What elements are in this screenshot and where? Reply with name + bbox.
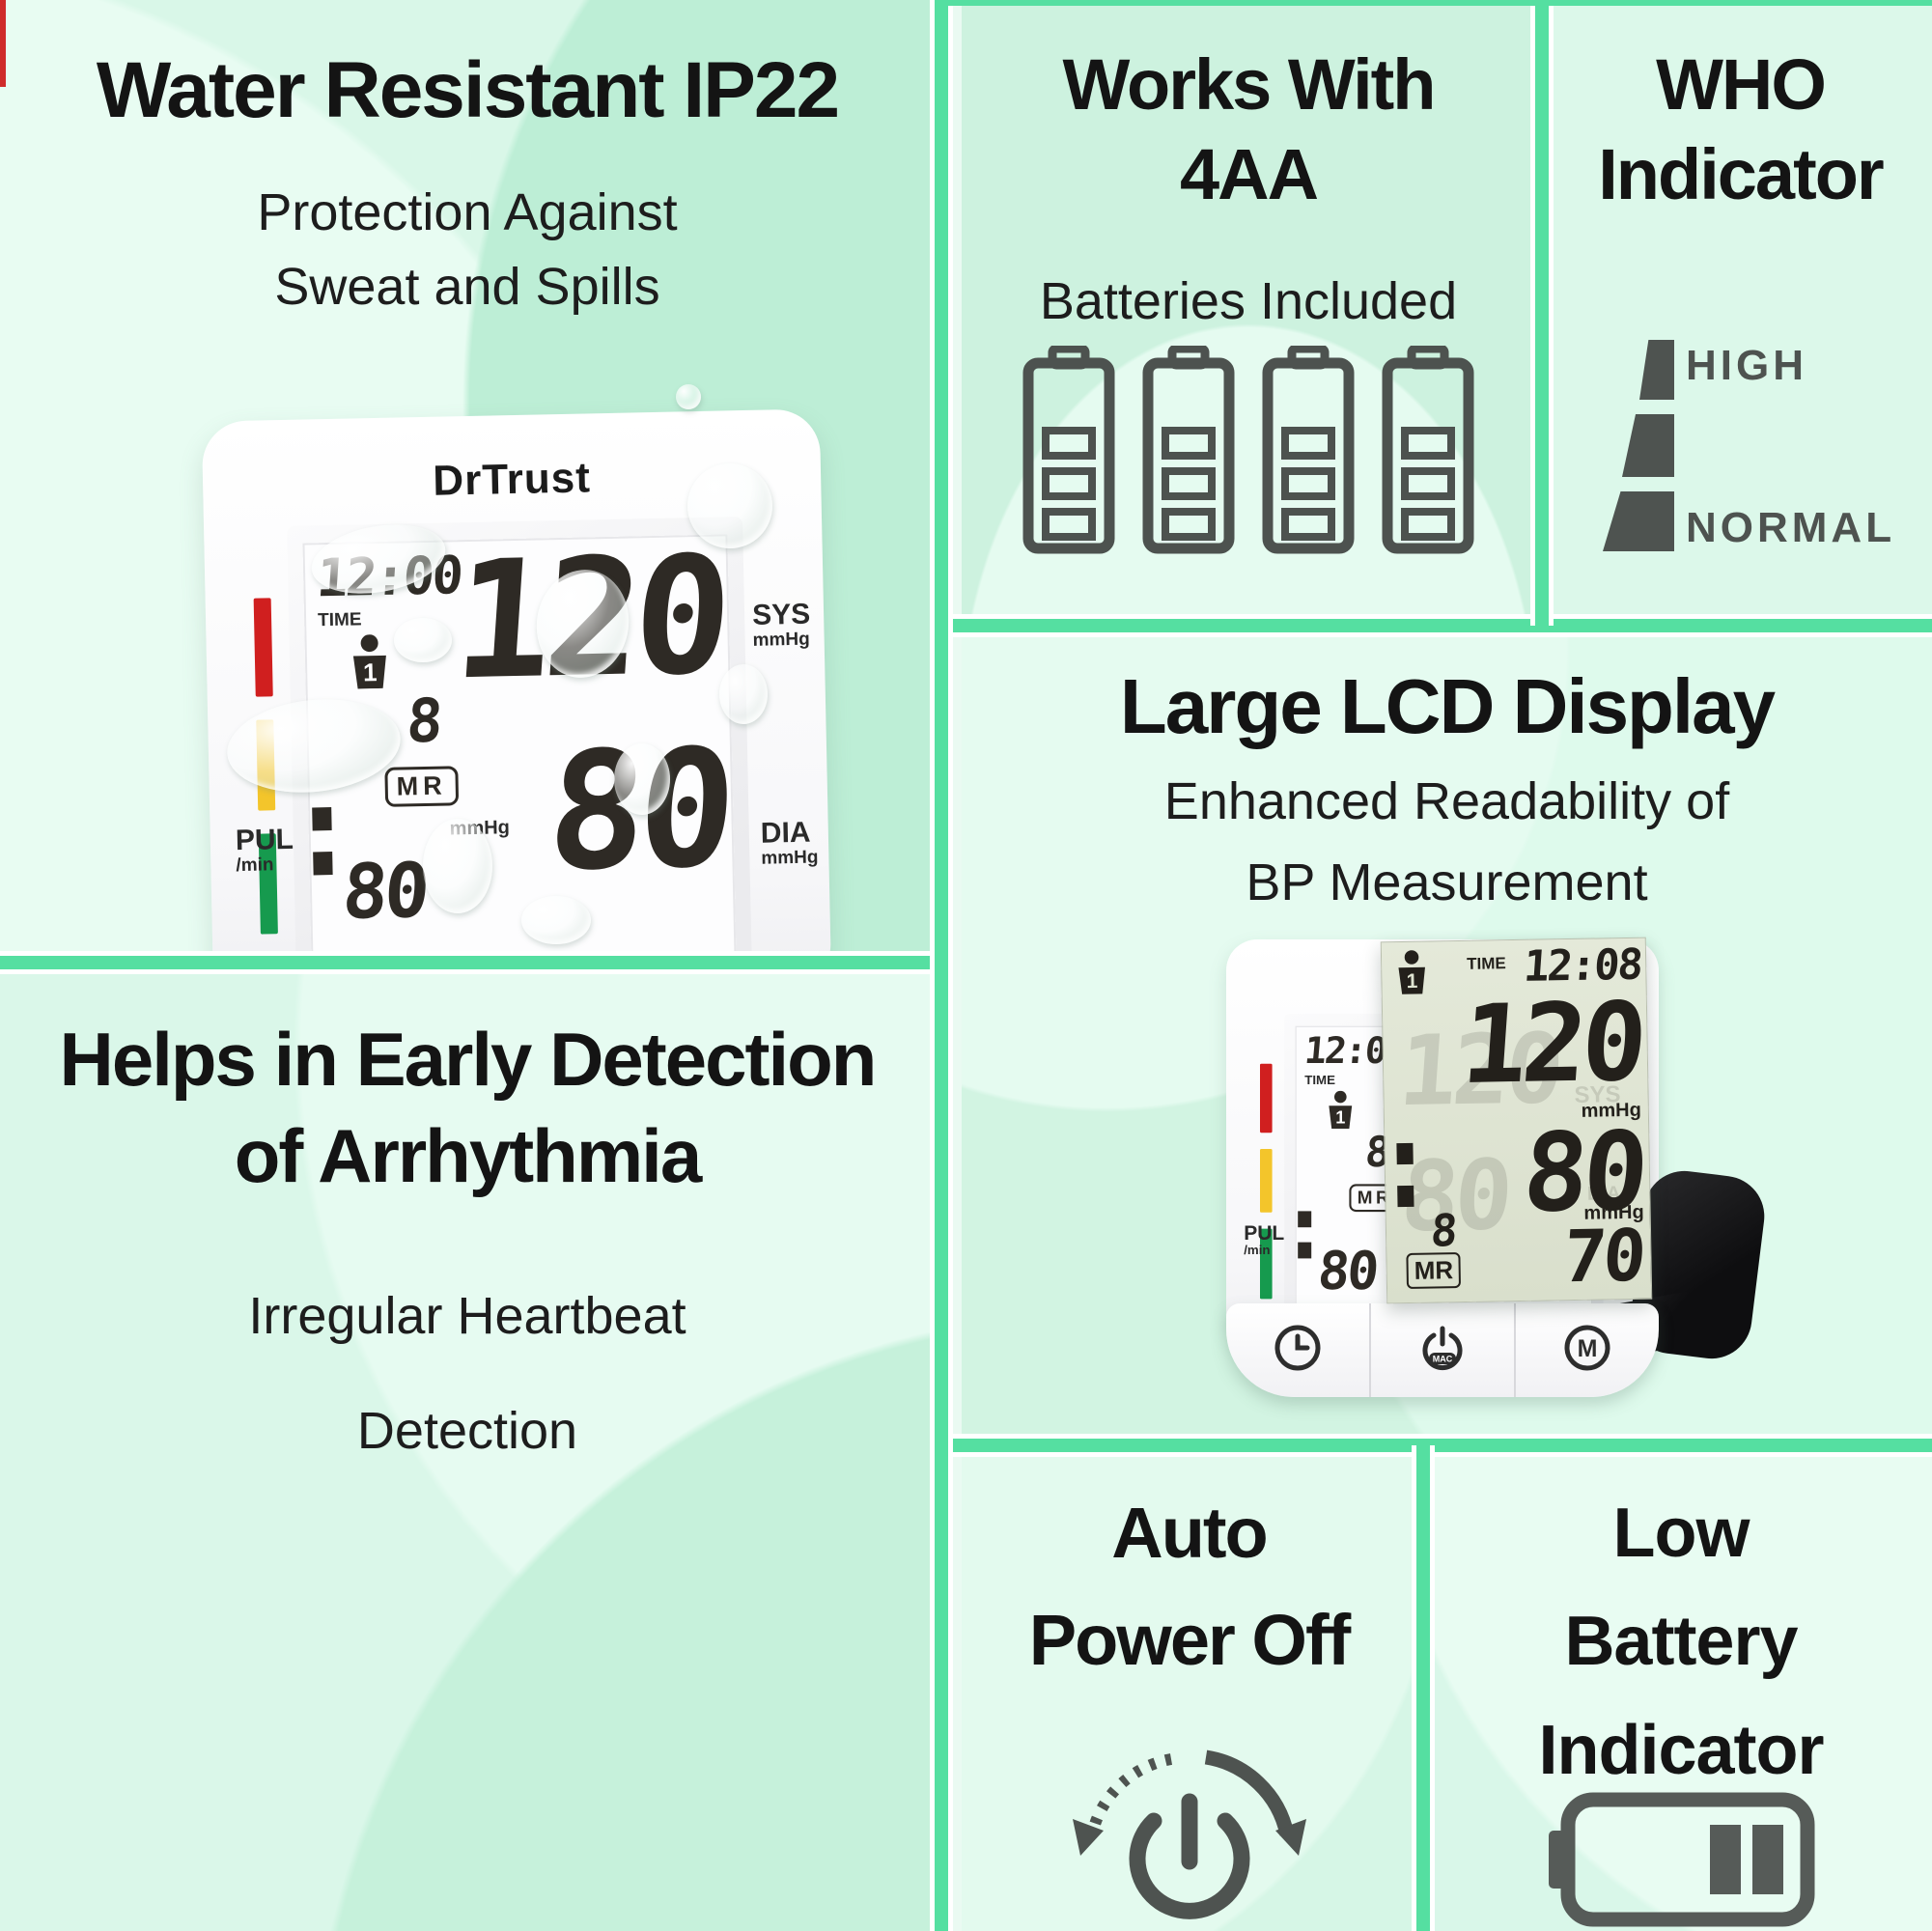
device-button-bar: MAC M xyxy=(1226,1303,1659,1397)
who-title: WHO Indicator xyxy=(1598,44,1884,214)
water-drop-icon xyxy=(394,618,452,662)
level-red-bar xyxy=(1260,1063,1273,1133)
who-normal-label: NORMAL xyxy=(1686,504,1896,551)
pul-label: PUL/min xyxy=(1244,1221,1285,1258)
who-step-mid xyxy=(1622,414,1674,477)
divider-horizontal-right-top xyxy=(948,619,1932,632)
who-step-high xyxy=(1639,340,1674,400)
battery-aa-icon xyxy=(1382,344,1474,559)
pulse-value: 80 xyxy=(1315,1241,1380,1302)
power-mac-icon: MAC xyxy=(1417,1323,1468,1378)
divider-horizontal-right-bottom xyxy=(948,1439,1932,1452)
water-drop-icon xyxy=(676,384,701,409)
lcd-user-number: 8 xyxy=(404,685,443,757)
divider-horizontal-left xyxy=(0,956,935,969)
clock-button xyxy=(1226,1303,1371,1397)
level-yellow-bar xyxy=(1260,1149,1273,1213)
low-battery-title: Low Battery Indicator xyxy=(1538,1495,1824,1789)
water-resistant-title: Water Resistant IP22 xyxy=(96,46,840,134)
auto-power-off-title: Auto Power Off xyxy=(1028,1493,1351,1680)
person-icon: 1 xyxy=(1327,1090,1355,1133)
who-scale-icon: HIGH NORMAL xyxy=(1578,340,1916,562)
large-lcd-subtitle: Enhanced Readability of BP Measurement xyxy=(962,762,1932,923)
battery-row xyxy=(962,344,1535,559)
subtitle-line: Protection Against xyxy=(257,183,678,241)
who-step-normal xyxy=(1603,491,1674,551)
water-drop-icon xyxy=(423,819,492,913)
enlarged-lcd-overlay: 120 80 1 TIME 12:08 120 SYS mmHg 80 DIA … xyxy=(1380,937,1653,1304)
panel-large-lcd: Large LCD Display Enhanced Readability o… xyxy=(962,632,1932,1439)
svg-text:1: 1 xyxy=(363,658,378,686)
subtitle-line: Detection xyxy=(356,1401,578,1460)
lcd-colon-dot xyxy=(313,852,333,876)
batteries-included-subtitle: Batteries Included xyxy=(1039,272,1458,330)
panel-who-indicator: WHO Indicator HIGH NORMAL xyxy=(1549,6,1932,619)
person-icon: 1 xyxy=(349,634,390,694)
panel-arrhythmia: Helps in Early Detection of Arrhythmia I… xyxy=(0,969,935,1931)
pulse-value: 80 xyxy=(340,847,430,937)
panel-water-resistant: Water Resistant IP22 Protection Against … xyxy=(0,0,935,956)
memory-icon: M xyxy=(1562,1323,1612,1378)
lcd-colon-dot xyxy=(1396,1142,1414,1165)
svg-text:1: 1 xyxy=(1406,970,1417,993)
lcd-colon-dot xyxy=(312,807,332,831)
lcd-colon-dot xyxy=(1298,1211,1312,1228)
panel-auto-power-off: Auto Power Off xyxy=(962,1452,1416,1931)
memory-button: M xyxy=(1516,1303,1659,1397)
svg-text:M: M xyxy=(1578,1335,1598,1362)
arrhythmia-title: Helps in Early Detection of Arrhythmia xyxy=(59,1017,878,1198)
level-red-bar xyxy=(253,598,273,697)
time-label: TIME xyxy=(1304,1073,1335,1088)
pul-label: PUL/min xyxy=(235,823,294,877)
time-label: TIME xyxy=(317,609,362,631)
level-green-bar xyxy=(1260,1228,1273,1300)
panel-works-with-4aa: Works With 4AA Batteries Included xyxy=(962,6,1535,619)
water-drop-icon xyxy=(687,463,772,548)
subtitle-line: Enhanced Readability of xyxy=(1163,772,1730,830)
memory-recall-badge: MR xyxy=(1406,1252,1462,1290)
battery-aa-icon xyxy=(1142,344,1235,559)
lcd-user-number: 8 xyxy=(1429,1204,1458,1257)
subtitle-line: BP Measurement xyxy=(1246,853,1648,911)
low-battery-icon xyxy=(1430,1792,1932,1927)
water-drop-icon xyxy=(719,664,768,724)
time-label: TIME xyxy=(1466,954,1506,973)
battery-aa-icon xyxy=(1262,344,1355,559)
svg-text:MAC: MAC xyxy=(1433,1355,1453,1364)
lcd-colon-dot xyxy=(1397,1185,1414,1208)
lcd-colon-dot xyxy=(1298,1242,1312,1259)
person-icon: 1 xyxy=(1395,950,1429,1000)
subtitle-line: Sweat and Spills xyxy=(274,257,660,316)
works-with-title: Works With 4AA xyxy=(1062,44,1437,214)
top-border-line xyxy=(948,0,1932,6)
edge-artifact xyxy=(0,0,6,87)
arrhythmia-subtitle: Irregular Heartbeat Detection xyxy=(0,1259,935,1489)
water-resistant-subtitle: Protection Against Sweat and Spills xyxy=(0,176,935,323)
divider-vertical-top xyxy=(1535,0,1549,626)
panel-low-battery: Low Battery Indicator xyxy=(1430,1452,1932,1931)
clock-icon xyxy=(1273,1323,1323,1378)
large-lcd-title: Large LCD Display xyxy=(1119,663,1776,749)
who-high-label: HIGH xyxy=(1686,342,1807,389)
subtitle-line: Irregular Heartbeat xyxy=(248,1287,686,1345)
memory-recall-badge: MR xyxy=(384,766,460,807)
pulse-value: 70 xyxy=(1560,1214,1646,1300)
water-drop-icon xyxy=(521,896,591,944)
svg-text:1: 1 xyxy=(1335,1107,1345,1127)
divider-vertical-bottom xyxy=(1416,1445,1430,1931)
water-drop-icon xyxy=(614,743,670,815)
start-stop-button: MAC xyxy=(1371,1303,1516,1397)
battery-aa-icon xyxy=(1022,344,1115,559)
bp-monitor-photo: DrTrust 12:00 TIME 1 8 MR mmHg 120 80 80… xyxy=(201,408,832,956)
auto-power-off-icon xyxy=(962,1726,1416,1929)
divider-vertical-main xyxy=(935,0,948,1931)
